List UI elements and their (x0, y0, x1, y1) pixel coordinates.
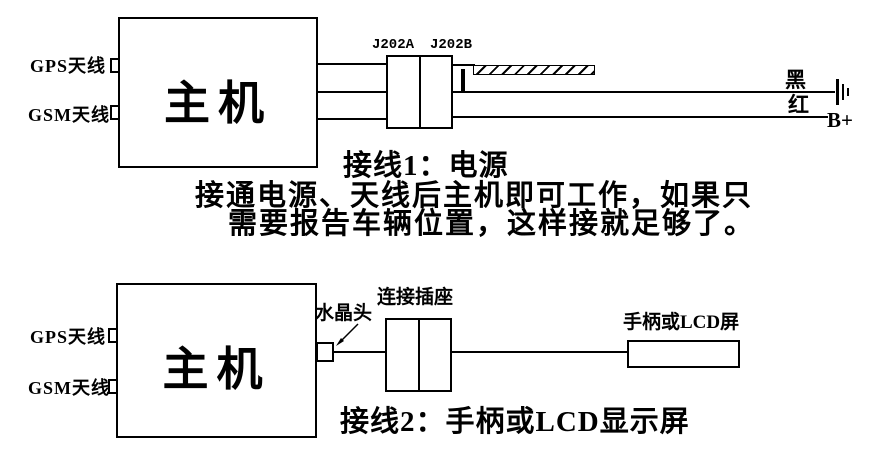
diagram1-caption: 接线1：电源 (343, 150, 509, 182)
connector-right-label: J202B (430, 37, 473, 53)
main-unit-label-2: 主机 (162, 344, 271, 395)
gps-antenna-port-2 (108, 328, 118, 343)
main-unit-box-2: 主机 (116, 283, 317, 438)
crystal-head-arrow-icon (336, 323, 359, 346)
gsm-antenna-label-1: GSM天线 (28, 105, 111, 125)
wire-unit-to-connector-top (318, 63, 388, 65)
gps-antenna-label-2: GPS天线 (30, 327, 107, 347)
wire-crystal-to-socket (334, 351, 385, 353)
red-wire-label: 红 (788, 93, 809, 117)
wire-socket-to-handheld (452, 351, 627, 353)
wire-unit-to-connector-mid (318, 91, 388, 93)
note-line-1: 接通电源、天线后主机即可工作，如果只 (195, 180, 754, 212)
power-connector-box (386, 55, 453, 129)
lead-to-hatched-cable (453, 64, 475, 66)
black-wire (453, 91, 835, 93)
hatched-cable-drop-wire (461, 69, 465, 93)
black-wire-label: 黑 (785, 68, 806, 92)
crystal-head-label: 水晶头 (315, 303, 373, 324)
socket-connector-box (385, 318, 452, 392)
connector-divider (418, 57, 421, 127)
main-unit-box-1: 主机 (118, 17, 318, 168)
gsm-antenna-label-2: GSM天线 (28, 378, 111, 398)
gsm-antenna-port-2 (108, 379, 118, 394)
gsm-antenna-port-1 (110, 105, 120, 120)
hatched-cable (473, 65, 595, 75)
red-wire (453, 116, 828, 118)
battery-terminal-label: B+ (827, 108, 853, 132)
connector-left-label: J202A (372, 37, 415, 53)
wire-unit-to-connector-bot (318, 118, 388, 120)
handheld-label: 手柄或LCD屏 (623, 312, 740, 333)
diagram2-caption: 接线2：手柄或LCD显示屏 (340, 406, 690, 438)
handheld-box (627, 340, 740, 368)
socket-label: 连接插座 (377, 287, 454, 308)
main-unit-label-1: 主机 (164, 78, 272, 129)
crystal-head-connector (316, 342, 334, 362)
note-line-2: 需要报告车辆位置，这样接就足够了。 (228, 208, 756, 240)
gps-antenna-label-1: GPS天线 (30, 56, 107, 76)
gps-antenna-port-1 (110, 58, 120, 73)
socket-divider (417, 320, 420, 390)
